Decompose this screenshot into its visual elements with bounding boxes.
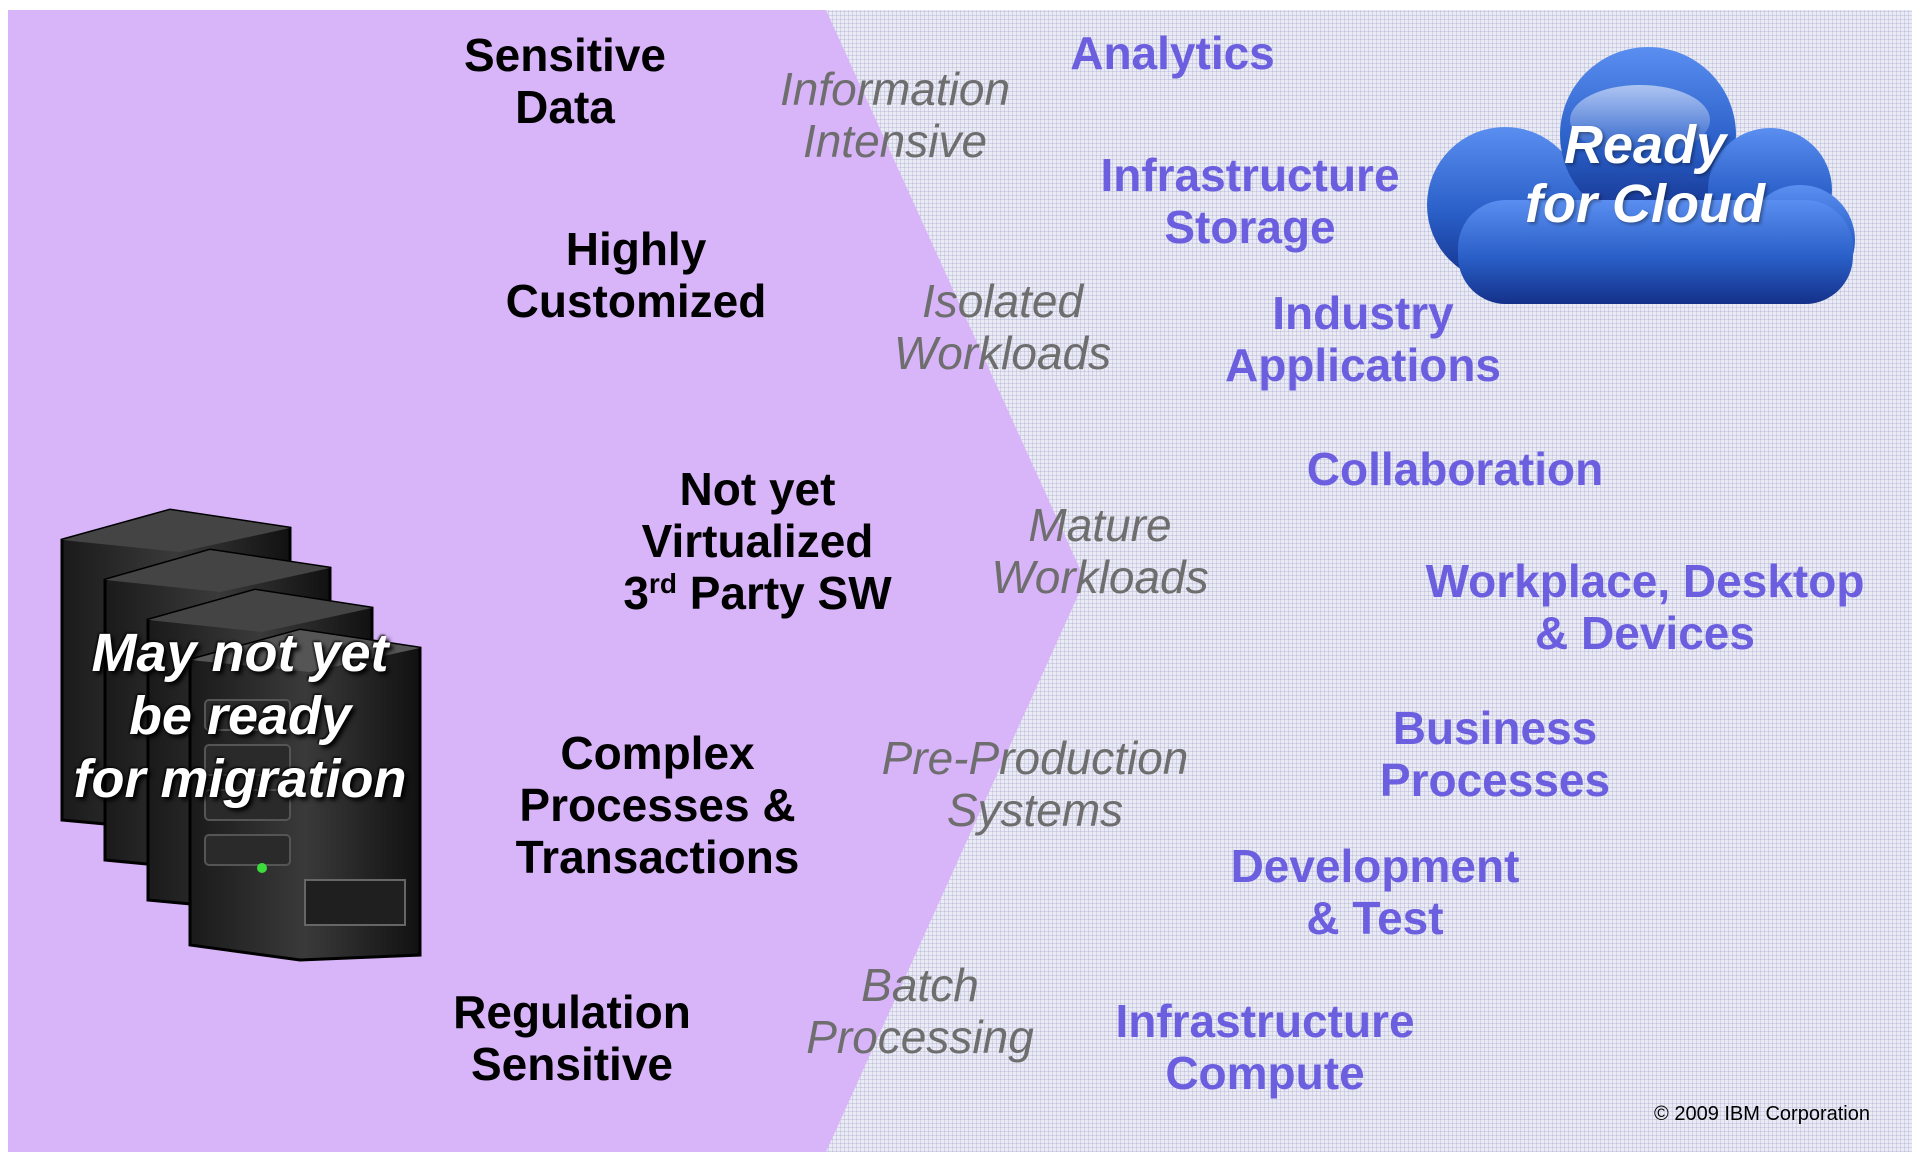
cloud-label: Ready for Cloud: [1525, 115, 1765, 235]
label-complex-processes: Complex Processes & Transactions: [515, 727, 800, 883]
label-pre-production-systems: Pre-Production Systems: [881, 732, 1189, 836]
label-highly-customized: Highly Customized: [505, 223, 767, 327]
label-batch-processing: Batch Processing: [806, 959, 1034, 1063]
label-collaboration: Collaboration: [1306, 443, 1604, 495]
label-analytics: Analytics: [1070, 27, 1275, 79]
label-business-processes: Business Processes: [1379, 702, 1611, 806]
label-sensitive-data: Sensitive Data: [464, 29, 666, 133]
label-development-test: Development & Test: [1230, 840, 1520, 944]
label-workplace-desktop-devices: Workplace, Desktop & Devices: [1425, 555, 1865, 659]
label-infrastructure-storage: Infrastructure Storage: [1100, 149, 1400, 253]
label-isolated-workloads: Isolated Workloads: [893, 275, 1112, 379]
label-not-yet-virtualized: Not yet Virtualized 3rd Party SW: [623, 463, 892, 619]
copyright-notice: © 2009 IBM Corporation: [1654, 1103, 1870, 1125]
label-infrastructure-compute: Infrastructure Compute: [1115, 995, 1415, 1099]
label-mature-workloads: Mature Workloads: [991, 499, 1209, 603]
servers-caption: May not yet be ready for migration: [73, 623, 407, 810]
label-regulation-sensitive: Regulation Sensitive: [453, 986, 691, 1090]
label-information-intensive: Information Intensive: [779, 63, 1011, 167]
label-industry-applications: Industry Applications: [1224, 287, 1502, 391]
